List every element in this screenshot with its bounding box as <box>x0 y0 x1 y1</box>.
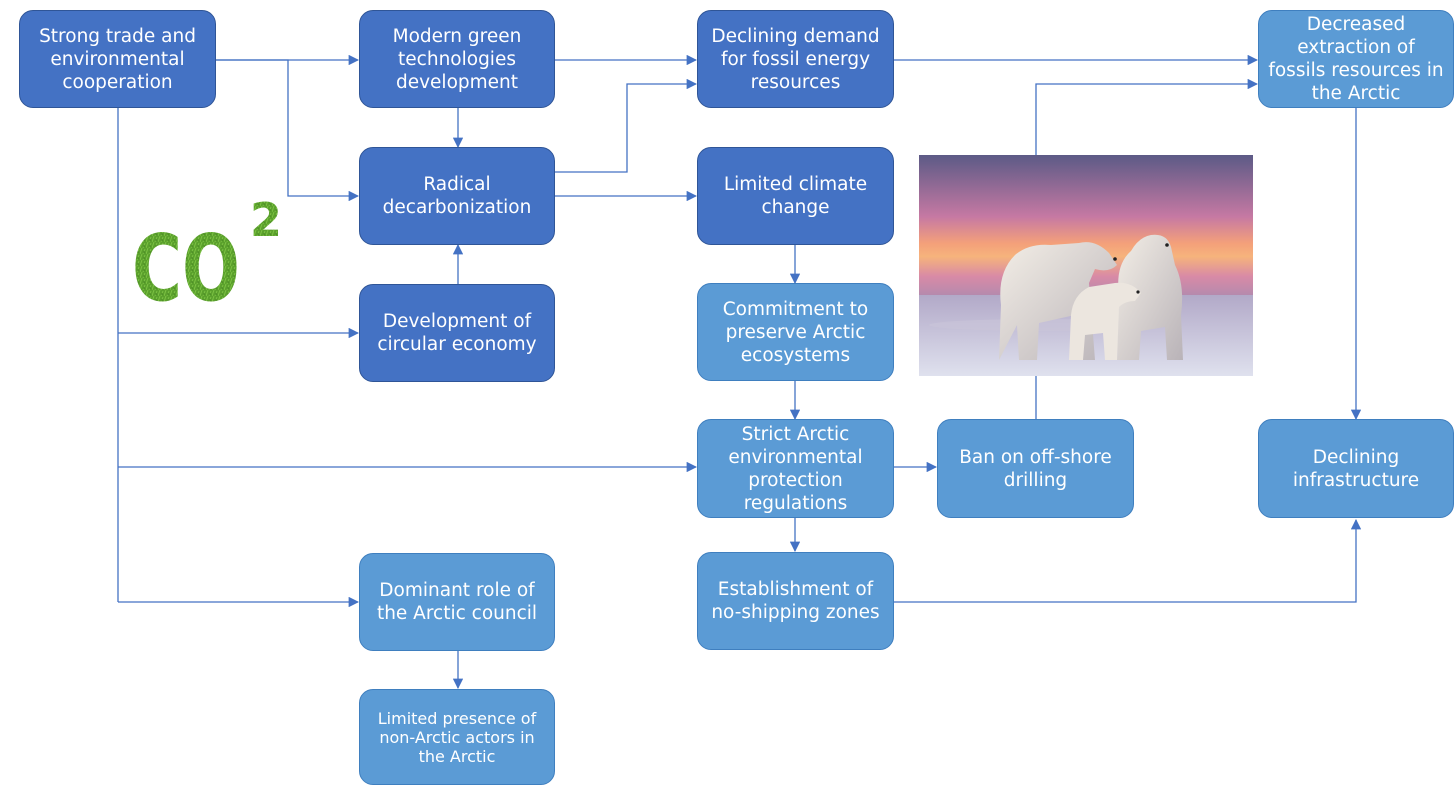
node-arctic-council: Dominant role of the Arctic council <box>359 553 555 651</box>
node-declining-demand: Declining demand for fossil energy resou… <box>697 10 894 108</box>
node-decreased-extraction: Decreased extraction of fossils resource… <box>1258 10 1454 108</box>
node-commitment-ecosystems: Commitment to preserve Arctic ecosystems <box>697 283 894 381</box>
node-limited-climate-change: Limited climate change <box>697 147 894 245</box>
svg-text:2: 2 <box>250 193 282 247</box>
node-radical-decarbonization: Radical decarbonization <box>359 147 555 245</box>
node-circular-economy: Development of circular economy <box>359 284 555 382</box>
arrow-trade-to-decarbonization <box>216 59 360 202</box>
svg-text:CO: CO <box>132 215 240 308</box>
arrow-decarbonization-to-declining-demand <box>555 78 698 173</box>
node-ban-offshore-drilling: Ban on off-shore drilling <box>937 419 1134 518</box>
node-no-shipping-zones: Establishment of no-shipping zones <box>697 552 894 650</box>
node-non-arctic-actors: Limited presence of non-Arctic actors in… <box>359 689 555 785</box>
node-declining-infrastructure: Declining infrastructure <box>1258 419 1454 518</box>
polar-bears-photo <box>919 155 1253 376</box>
arrow-no-shipping-to-declining-infrastructure <box>894 518 1362 603</box>
node-strict-regulations: Strict Arctic environmental protection r… <box>697 419 894 518</box>
node-green-technologies: Modern green technologies development <box>359 10 555 108</box>
node-trade-cooperation: Strong trade and environmental cooperati… <box>19 10 216 108</box>
co2-logo: CO 2 <box>132 193 282 308</box>
